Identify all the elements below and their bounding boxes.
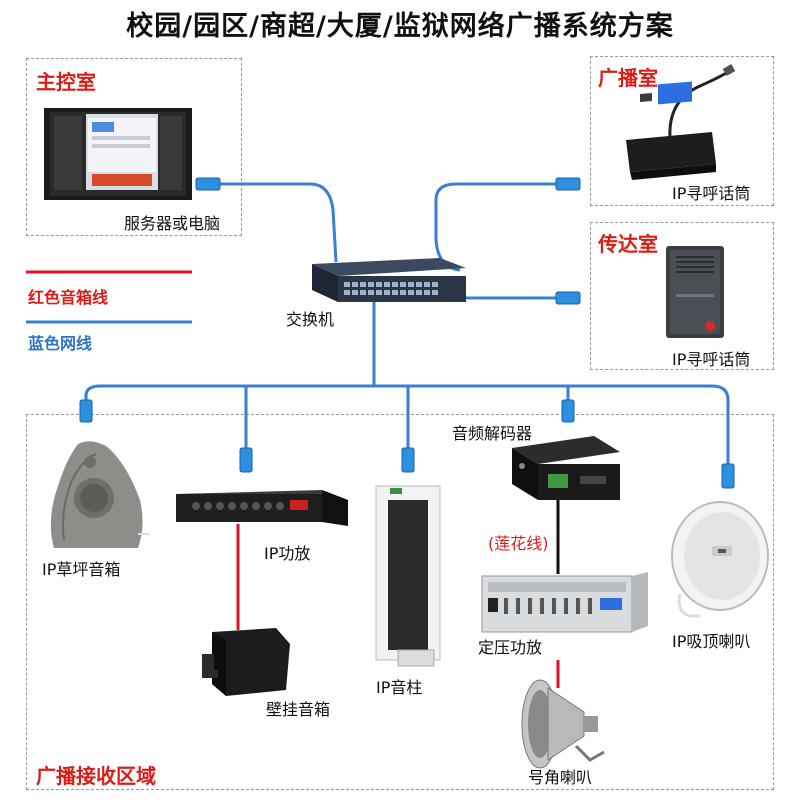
switch-device [312, 258, 466, 302]
reception-room-box [590, 222, 774, 370]
cable-bus [84, 384, 730, 401]
switch-label: 交换机 [286, 310, 335, 329]
horn-speaker [521, 679, 605, 769]
server-device [44, 108, 192, 200]
receive-area-label: 广播接收区域 [36, 764, 156, 788]
lotus-cable-label: (莲花线) [488, 534, 549, 553]
legend-red-label: 红色音箱线 [28, 288, 109, 307]
ip-mic-1-label: IP寻呼话筒 [672, 184, 751, 203]
wall-speaker [202, 628, 290, 696]
page-title: 校园/园区/商超/大厦/监狱网络广播系统方案 [126, 11, 674, 42]
audio-decoder-label: 音频解码器 [452, 424, 533, 443]
ceiling-speaker-label: IP吸顶喇叭 [672, 632, 751, 651]
server-label: 服务器或电脑 [124, 214, 221, 233]
cable-switch-mic1 [434, 182, 556, 272]
column-speaker-label: IP音柱 [376, 678, 423, 697]
broadcast-room-box [590, 56, 774, 206]
column-speaker [375, 485, 441, 667]
broadcast-room-label: 广播室 [598, 66, 658, 90]
rj45-amp [239, 447, 253, 473]
receive-area-box [26, 414, 774, 790]
speaker-cables [236, 524, 560, 688]
rj45-ceiling [721, 463, 735, 489]
ip-amp-label: IP功放 [264, 544, 311, 563]
constant-amp-device [481, 572, 648, 633]
legend-blue-label: 蓝色网线 [28, 334, 93, 353]
reception-room-label: 传达室 [598, 232, 658, 256]
ip-mic-panel [666, 246, 724, 338]
ceiling-speaker [671, 501, 769, 618]
rj45-lawn [79, 399, 93, 423]
rj45-column [401, 447, 415, 473]
cable-server-switch [220, 182, 338, 263]
audio-decoder-device [512, 436, 620, 500]
lawn-speaker [50, 441, 150, 548]
horn-speaker-label: 号角喇叭 [528, 768, 593, 787]
rj45-server [195, 177, 221, 191]
ip-amp-device [176, 490, 348, 526]
rj45-mic2 [555, 291, 581, 305]
wall-speaker-label: 壁挂音箱 [266, 700, 331, 719]
control-room-box [26, 58, 242, 236]
rj45-connectors [79, 177, 735, 489]
rj45-mic1 [555, 177, 581, 191]
lawn-speaker-label: IP草坪音箱 [42, 560, 121, 579]
ip-mic-2-label: IP寻呼话筒 [672, 350, 751, 369]
constant-amp-label: 定压功放 [478, 638, 543, 657]
ip-mic-console [626, 64, 736, 180]
rj45-decoder [561, 399, 575, 423]
control-room-label: 主控室 [36, 70, 96, 94]
